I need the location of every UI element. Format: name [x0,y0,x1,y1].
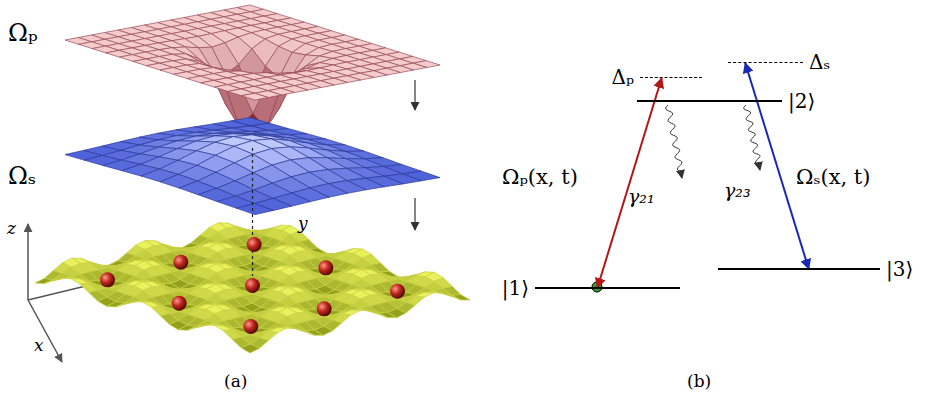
level-label: Δₚ [612,67,634,87]
down-arrow [414,198,415,230]
atom [173,255,188,270]
surface-cell [143,302,161,307]
field-label: Ωₚ [8,20,38,46]
level-label: Δₛ [809,52,830,72]
level-label: |1⟩ [502,278,529,298]
field-label: Ωₛ [8,163,36,189]
decay-arrows [666,105,760,178]
coupling-label: Ωₛ(x, t) [796,166,871,189]
optical-lattice-surface [35,223,470,353]
atom [390,284,405,299]
atom [318,260,333,275]
transition-arrow [597,78,661,288]
dotted-guide [252,148,253,276]
atoms [100,237,405,334]
surface-cell [214,325,232,330]
down-arrow [414,80,415,110]
level-label: |2⟩ [788,91,815,111]
decay-arrow [744,105,760,170]
energy-level: |3⟩ [718,268,880,270]
decay-arrow [666,105,682,178]
panel-label: (a) [224,372,247,391]
surface-cell [241,93,268,100]
energy-level: |2⟩ [637,100,782,102]
coupling-label: Ωₚ(x, t) [502,166,578,189]
decay-rate: γ₂₁ [628,186,655,207]
axis-label: x [34,336,44,355]
surface-cell [71,279,89,284]
axis-label: y [298,214,308,233]
detuning-level: Δₚ [640,77,702,78]
energy-level: |1⟩ [535,287,680,289]
atom [243,319,258,334]
axis-label: z [7,219,16,238]
surface-cell [236,204,274,215]
atom [245,278,260,293]
probe-field-surface [65,5,440,148]
atom [247,237,262,252]
panel-label: (b) [687,372,711,391]
surface-cell [241,344,259,353]
decay-rate: γ₂₃ [724,180,751,201]
atom [317,301,332,316]
atom [172,296,187,311]
coordinate-axes [28,224,292,362]
detuning-level: Δₛ [728,62,803,63]
level-label: |3⟩ [886,259,913,279]
atom [100,272,115,287]
